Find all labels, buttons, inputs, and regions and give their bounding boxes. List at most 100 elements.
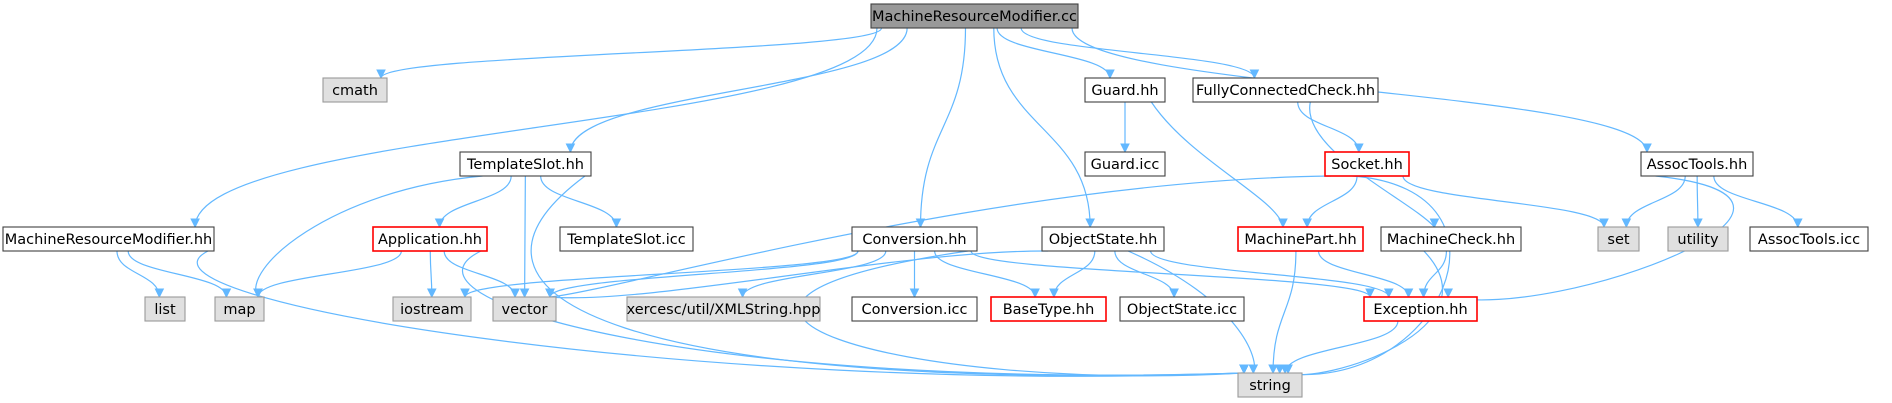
node-iostream[interactable]: iostream — [392, 296, 472, 322]
edge-assoc_hh-to-utility — [1693, 175, 1703, 229]
node-box[interactable] — [559, 226, 694, 252]
node-mrm-hh[interactable]: MachineResourceModifier.hh — [2, 226, 215, 252]
edge-line — [438, 175, 512, 228]
node-box[interactable] — [372, 226, 488, 252]
node-box[interactable] — [626, 296, 821, 322]
edge-mcheck_hh-to-exception_hh — [1418, 250, 1448, 299]
node-label: utility — [1677, 232, 1719, 248]
node-box[interactable] — [851, 296, 978, 322]
node-box[interactable] — [1749, 226, 1869, 252]
node-box[interactable] — [990, 296, 1107, 322]
edge-arrowhead — [1621, 218, 1632, 229]
node-xerces[interactable]: xercesc/util/XMLString.hpp — [626, 296, 821, 322]
node-box[interactable] — [1084, 151, 1166, 177]
edge-line — [461, 250, 1245, 376]
edge-arrowhead — [1302, 218, 1312, 229]
node-box[interactable] — [851, 226, 978, 252]
node-map[interactable]: map — [214, 296, 265, 322]
node-assoc-hh[interactable]: AssocTools.hh — [1640, 151, 1754, 177]
edge-mrm_hh-to-map — [127, 250, 232, 299]
edge-arrowhead — [221, 288, 232, 299]
edge-root-to-tslot_hh — [565, 27, 908, 154]
edge-arrowhead — [376, 69, 386, 80]
node-label: map — [223, 302, 255, 318]
node-app-hh[interactable]: Application.hh — [372, 226, 488, 252]
node-box[interactable] — [1380, 226, 1522, 252]
node-fcc-hh[interactable]: FullyConnectedCheck.hh — [1192, 77, 1379, 103]
edge-assoc_hh-to-set — [1621, 175, 1686, 229]
node-objstate-hh[interactable]: ObjectState.hh — [1041, 226, 1165, 252]
node-box[interactable] — [392, 296, 472, 322]
node-box[interactable] — [1324, 151, 1410, 177]
node-label: iostream — [400, 302, 464, 318]
edge-arrowhead — [510, 288, 520, 299]
node-label: MachineCheck.hh — [1387, 232, 1515, 248]
node-label: Guard.icc — [1091, 157, 1160, 173]
node-box[interactable] — [1237, 372, 1303, 398]
edge-arrowhead — [737, 288, 748, 299]
node-tslot-icc[interactable]: TemplateSlot.icc — [559, 226, 694, 252]
edge-root-to-conv_hh — [915, 27, 967, 229]
edge-app_hh-to-map — [253, 250, 403, 299]
edge-arrowhead — [1169, 288, 1179, 299]
node-tslot-hh[interactable]: TemplateSlot.hh — [459, 151, 592, 177]
node-box[interactable] — [2, 226, 215, 252]
node-guard-icc[interactable]: Guard.icc — [1084, 151, 1166, 177]
node-conv-icc[interactable]: Conversion.icc — [851, 296, 978, 322]
edge-arrowhead — [1599, 218, 1609, 229]
node-box[interactable] — [322, 77, 388, 103]
edge-line — [194, 27, 878, 228]
edge-line — [1150, 250, 1390, 298]
edge-line — [1306, 175, 1358, 228]
edge-arrowhead — [190, 218, 200, 229]
node-box[interactable] — [459, 151, 592, 177]
node-conv-hh[interactable]: Conversion.hh — [851, 226, 978, 252]
edge-app_hh-to-vector — [443, 250, 520, 299]
node-label: MachineResourceModifier.hh — [5, 232, 212, 248]
node-guard-hh[interactable]: Guard.hh — [1084, 77, 1166, 103]
node-box[interactable] — [492, 296, 557, 322]
node-box[interactable] — [1119, 296, 1245, 322]
edge-line — [196, 250, 1245, 377]
node-label: FullyConnectedCheck.hh — [1196, 83, 1375, 99]
node-assoc-icc[interactable]: AssocTools.icc — [1749, 226, 1869, 252]
edge-objstate_hh-to-objstate_icc — [1114, 250, 1179, 299]
node-box[interactable] — [1640, 151, 1754, 177]
node-utility[interactable]: utility — [1667, 226, 1729, 252]
node-list[interactable]: list — [144, 296, 186, 322]
node-basetype-hh[interactable]: BaseType.hh — [990, 296, 1107, 322]
edge-line — [540, 175, 617, 228]
node-root[interactable]: MachineResourceModifier.cc — [870, 3, 1079, 29]
node-box[interactable] — [1237, 226, 1364, 252]
node-mcheck-hh[interactable]: MachineCheck.hh — [1380, 226, 1522, 252]
node-box[interactable] — [1667, 226, 1729, 252]
node-box[interactable] — [1041, 226, 1165, 252]
node-box[interactable] — [1192, 77, 1379, 103]
node-label: Conversion.icc — [862, 302, 968, 318]
edge-conv_hh-to-string — [798, 250, 1249, 377]
node-box[interactable] — [144, 296, 186, 322]
edge-line — [1625, 175, 1686, 228]
node-string[interactable]: string — [1237, 372, 1303, 398]
node-box[interactable] — [1084, 77, 1166, 103]
node-vector[interactable]: vector — [492, 296, 557, 322]
edge-root-to-mrm_hh — [190, 27, 878, 229]
node-socket-hh[interactable]: Socket.hh — [1324, 151, 1410, 177]
node-cmath[interactable]: cmath — [322, 77, 388, 103]
node-box[interactable] — [870, 3, 1079, 29]
node-box[interactable] — [214, 296, 265, 322]
node-label: vector — [502, 302, 548, 318]
node-exception-hh[interactable]: Exception.hh — [1363, 296, 1478, 322]
node-mpart-hh[interactable]: MachinePart.hh — [1237, 226, 1364, 252]
node-box[interactable] — [1597, 226, 1640, 252]
node-objstate-icc[interactable]: ObjectState.icc — [1119, 296, 1245, 322]
edge-arrowhead — [460, 288, 470, 299]
node-set[interactable]: set — [1597, 226, 1640, 252]
edge-assoc_hh-to-assoc_icc — [1713, 175, 1803, 229]
node-box[interactable] — [1363, 296, 1478, 322]
edge-exception_hh-to-string — [1280, 320, 1399, 375]
edge-mpart_hh-to-exception_hh — [1317, 250, 1414, 299]
edge-line — [993, 27, 1091, 228]
edge-arrowhead — [434, 218, 445, 229]
